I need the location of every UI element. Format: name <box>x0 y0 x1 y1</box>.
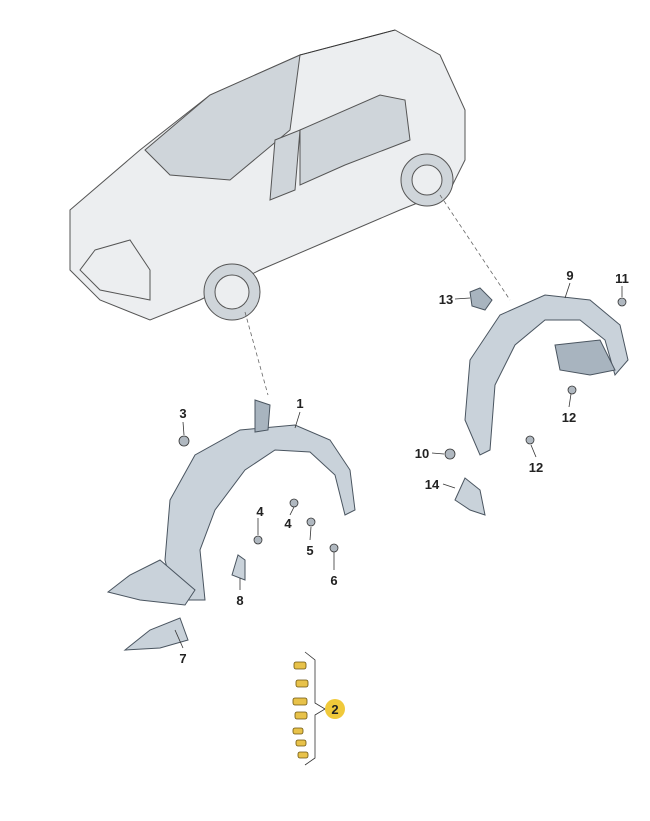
leader-lines <box>174 282 623 649</box>
callout-11: 11 <box>615 271 629 286</box>
callout-12a: 12 <box>562 410 576 425</box>
callout-2: 2 <box>331 702 338 717</box>
callout-4b: 4 <box>284 516 292 531</box>
callout-5: 5 <box>306 543 313 558</box>
callout-14: 14 <box>425 477 440 492</box>
callout-4a: 4 <box>256 504 264 519</box>
callout-8: 8 <box>236 593 243 608</box>
callout-1: 1 <box>296 396 303 411</box>
callout-10: 10 <box>415 446 429 461</box>
callout-12b: 12 <box>529 460 543 475</box>
hardware-kit <box>292 651 326 766</box>
callout-6: 6 <box>330 573 337 588</box>
callout-7: 7 <box>179 651 186 666</box>
car-illustration <box>69 29 466 321</box>
callout-13: 13 <box>439 292 453 307</box>
highlight-badge <box>325 699 345 719</box>
callout-9: 9 <box>566 268 573 283</box>
fasteners <box>178 297 627 553</box>
callout-3: 3 <box>179 406 186 421</box>
rear-wheel-liner <box>454 287 629 516</box>
front-wheel-liner <box>106 399 356 651</box>
